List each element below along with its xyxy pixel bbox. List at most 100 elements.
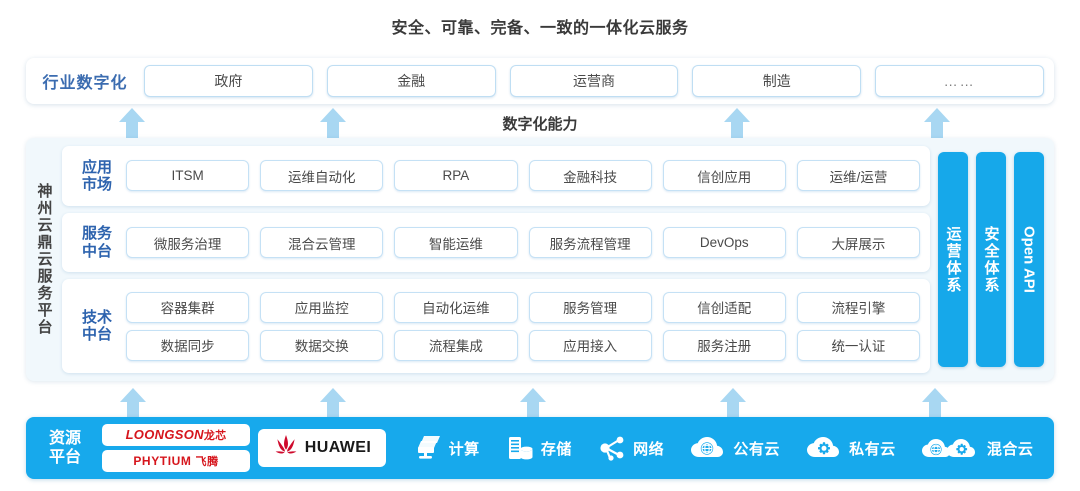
resource-item-compute[interactable]: 计算 xyxy=(413,434,480,462)
side-column-label: 运营体系 xyxy=(944,225,962,294)
resource-item-network[interactable]: 网络 xyxy=(597,434,664,462)
industry-item-manufacturing[interactable]: 制造 xyxy=(692,65,862,97)
private-cloud-icon xyxy=(805,434,843,462)
resource-label-line2: 平台 xyxy=(48,449,81,466)
upward-arrow-3 xyxy=(724,108,750,138)
capability-cell-ops-operation[interactable]: 运维/运营 xyxy=(796,160,921,192)
capability-cell-microservice-governance[interactable]: 微服务治理 xyxy=(126,227,250,259)
capability-cell-container-cluster[interactable]: 容器集群 xyxy=(126,291,250,323)
capability-cell-data-sync[interactable]: 数据同步 xyxy=(126,329,250,361)
storage-icon xyxy=(505,434,535,462)
tier-label-line2: 中台 xyxy=(81,242,112,260)
hybrid-cloud-icon xyxy=(921,434,981,462)
capability-cell-service-process-mgmt[interactable]: 服务流程管理 xyxy=(528,227,652,259)
capability-cell-hybrid-cloud-mgmt[interactable]: 混合云管理 xyxy=(260,227,384,259)
industry-label: 行业数字化 xyxy=(42,75,128,92)
capability-cell-xinchuang-app[interactable]: 信创应用 xyxy=(662,160,786,192)
huawei-flower-icon xyxy=(273,433,299,464)
resource-item-storage[interactable]: 存储 xyxy=(505,434,572,462)
resource-item-label: 公有云 xyxy=(733,440,780,458)
tier-rows-service-platform: 微服务治理 混合云管理 智能运维 服务流程管理 DevOps 大屏展示 xyxy=(126,227,921,259)
chip-vendor-group: LOONGSON龙芯 PHYTIUM 飞腾 xyxy=(102,424,250,472)
vendor-chip-phytium[interactable]: PHYTIUM 飞腾 xyxy=(102,450,250,472)
capability-cell-dashboard[interactable]: 大屏展示 xyxy=(796,227,921,259)
side-column-group: 运营体系 安全体系 Open API xyxy=(938,146,1044,373)
tier-label-tech-platform: 技术 中台 xyxy=(68,309,126,344)
tier-row: 数据同步 数据交换 流程集成 应用接入 服务注册 统一认证 xyxy=(126,329,921,361)
capability-cell-service-mgmt[interactable]: 服务管理 xyxy=(528,291,652,323)
tier-row: 微服务治理 混合云管理 智能运维 服务流程管理 DevOps 大屏展示 xyxy=(126,227,921,259)
side-column-open-api[interactable]: Open API xyxy=(1014,152,1044,367)
side-column-security-system[interactable]: 安全体系 xyxy=(976,152,1006,367)
resource-item-hybrid-cloud[interactable]: 混合云 xyxy=(921,434,1034,462)
tier-label-line1: 技术 xyxy=(81,308,112,326)
resource-item-label: 私有云 xyxy=(849,440,896,458)
tier-app-market: 应用 市场 ITSM 运维自动化 RPA 金融科技 信创应用 运维/运营 xyxy=(62,146,930,206)
capability-cell-xinchuang-adaptation[interactable]: 信创适配 xyxy=(662,291,786,323)
resource-item-public-cloud[interactable]: 公有云 xyxy=(689,434,780,462)
resource-item-label: 计算 xyxy=(448,440,480,458)
capability-cell-process-integration[interactable]: 流程集成 xyxy=(394,329,518,361)
page-title: 安全、可靠、完备、一致的一体化云服务 xyxy=(391,20,689,37)
upward-arrow-9 xyxy=(922,388,948,418)
capability-cell-fintech[interactable]: 金融科技 xyxy=(528,160,652,192)
upward-arrow-7 xyxy=(520,388,546,418)
industry-items: 政府 金融 运营商 制造 …… xyxy=(144,65,1054,97)
capability-cell-service-registry[interactable]: 服务注册 xyxy=(662,329,786,361)
capability-cell-process-engine[interactable]: 流程引擎 xyxy=(796,291,921,323)
tier-label-line2: 中台 xyxy=(81,326,112,344)
industry-item-finance[interactable]: 金融 xyxy=(326,65,496,97)
industry-item-more[interactable]: …… xyxy=(875,65,1044,97)
tier-stack: 应用 市场 ITSM 运维自动化 RPA 金融科技 信创应用 运维/运营 xyxy=(62,146,930,373)
network-icon xyxy=(597,434,627,462)
resource-item-group: 计算 xyxy=(386,434,1054,462)
tier-label-line2: 市场 xyxy=(81,175,112,193)
capability-cell-aiops[interactable]: 智能运维 xyxy=(394,227,518,259)
upward-arrow-4 xyxy=(924,108,950,138)
tier-service-platform: 服务 中台 微服务治理 混合云管理 智能运维 服务流程管理 DevOps 大屏展… xyxy=(62,212,930,273)
upward-arrow-1 xyxy=(119,108,145,138)
upward-arrow-6 xyxy=(320,388,346,418)
tier-row: 容器集群 应用监控 自动化运维 服务管理 信创适配 流程引擎 xyxy=(126,291,921,323)
platform-body: 应用 市场 ITSM 运维自动化 RPA 金融科技 信创应用 运维/运营 xyxy=(62,138,1054,381)
side-column-label: 安全体系 xyxy=(982,225,1000,294)
tier-label-line1: 服务 xyxy=(81,225,112,243)
capability-cell-unified-auth[interactable]: 统一认证 xyxy=(796,329,921,361)
platform-vertical-label: 神州云鼎云服务平台 xyxy=(26,138,62,381)
capability-cell-data-exchange[interactable]: 数据交换 xyxy=(260,329,384,361)
public-cloud-icon xyxy=(689,434,727,462)
capability-cell-app-monitoring[interactable]: 应用监控 xyxy=(260,291,384,323)
resource-label-line1: 资源 xyxy=(48,429,81,447)
resource-platform-bar: 资源 平台 LOONGSON龙芯 PHYTIUM 飞腾 xyxy=(26,417,1054,479)
cloud-service-platform-panel: 神州云鼎云服务平台 应用 市场 ITSM 运维自动化 RPA 金融科技 xyxy=(26,138,1054,381)
servers-icon xyxy=(413,434,443,462)
capability-cell-devops[interactable]: DevOps xyxy=(662,227,786,259)
capability-cell-rpa[interactable]: RPA xyxy=(394,160,518,192)
vendor-chip-huawei[interactable]: HUAWEI xyxy=(258,429,386,467)
side-column-label: Open API xyxy=(1020,226,1038,293)
side-column-operation-system[interactable]: 运营体系 xyxy=(938,152,968,367)
resource-item-label: 混合云 xyxy=(986,440,1034,458)
capability-cell-itsm[interactable]: ITSM xyxy=(126,160,250,192)
platform-label-text: 神州云鼎云服务平台 xyxy=(35,183,53,336)
loongson-logo-text: LOONGSON龙芯 xyxy=(125,427,227,442)
resource-platform-label: 资源 平台 xyxy=(32,429,98,467)
tier-label-line1: 应用 xyxy=(81,158,112,176)
vendor-chip-loongson[interactable]: LOONGSON龙芯 xyxy=(102,424,250,446)
capability-cell-app-access[interactable]: 应用接入 xyxy=(528,329,652,361)
upward-arrow-2 xyxy=(320,108,346,138)
industry-item-government[interactable]: 政府 xyxy=(144,65,313,97)
upward-arrow-8 xyxy=(720,388,746,418)
industry-band: 行业数字化 政府 金融 运营商 制造 …… xyxy=(26,58,1054,104)
capability-cell-automated-ops[interactable]: 自动化运维 xyxy=(394,291,518,323)
capability-cell-ops-automation[interactable]: 运维自动化 xyxy=(260,160,384,192)
phytium-logo-text: PHYTIUM 飞腾 xyxy=(133,454,219,468)
tier-row: ITSM 运维自动化 RPA 金融科技 信创应用 运维/运营 xyxy=(126,160,921,192)
resource-item-label: 存储 xyxy=(540,440,572,458)
upward-arrow-5 xyxy=(120,388,146,418)
tier-label-service-platform: 服务 中台 xyxy=(68,225,126,260)
industry-item-carrier[interactable]: 运营商 xyxy=(509,65,679,97)
resource-item-label: 网络 xyxy=(633,440,665,458)
resource-item-private-cloud[interactable]: 私有云 xyxy=(805,434,896,462)
